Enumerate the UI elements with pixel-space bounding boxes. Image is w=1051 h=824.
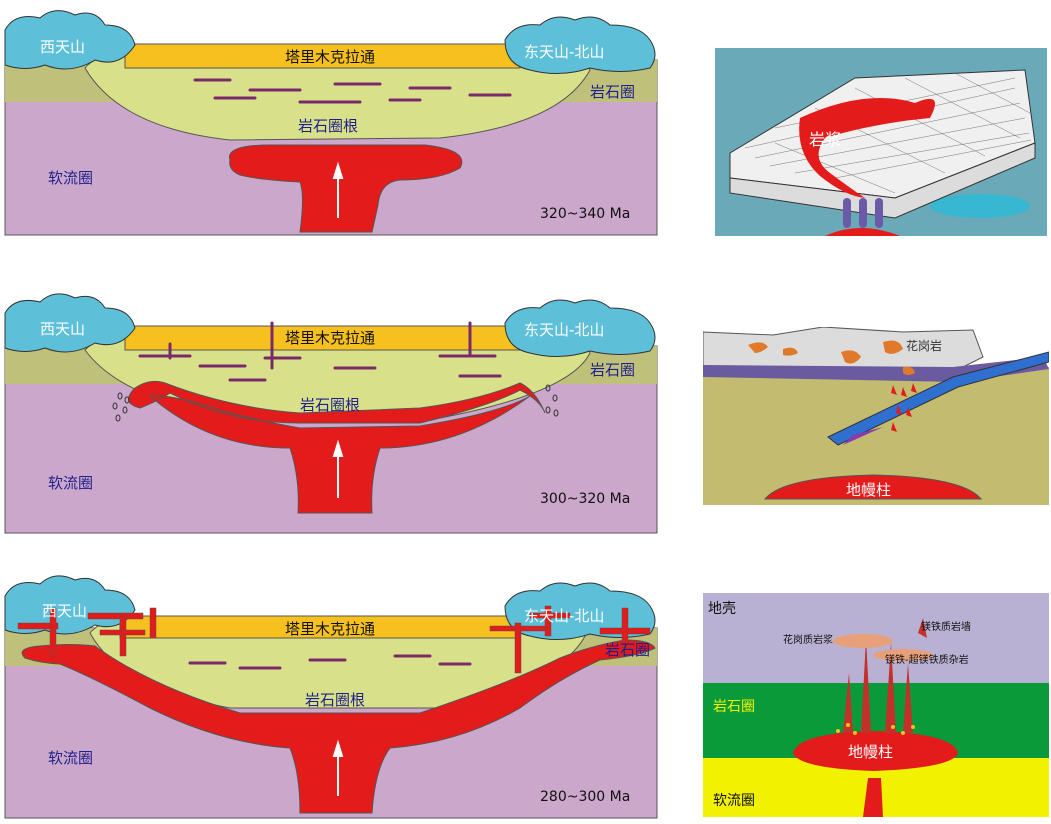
asthenosphere-label: 软流圈	[713, 793, 755, 809]
asthenosphere-label: 软流圈	[48, 169, 93, 187]
west-mountain-label: 西天山	[40, 38, 85, 56]
west-mountain-label: 西天山	[42, 602, 87, 620]
lithosphere-root-label: 岩石圈根	[305, 691, 365, 709]
lithosphere-root-label: 岩石圈根	[298, 117, 358, 135]
lithosphere-label: 岩石圈	[590, 83, 635, 101]
crustal-block-side	[729, 142, 1036, 219]
crust-label: 地壳	[708, 600, 736, 617]
inset-block-diagram: 岩浆	[715, 48, 1047, 236]
inset-subduction: 花岗岩 地幔柱	[702, 326, 1050, 505]
magma-sills	[188, 654, 472, 670]
plume-stem	[863, 778, 883, 817]
intrusion-dots-east	[545, 384, 559, 417]
cross-section-panel-2: 西天山 东天山-北山 塔里木克拉通 岩石圈 岩石圈根 软流圈 300~320 M…	[0, 288, 662, 538]
granitic-magma-label: 花岗质岩浆	[783, 633, 833, 646]
east-mountain-label: 东天山-北山	[524, 43, 604, 61]
asthenosphere-label: 软流圈	[48, 749, 93, 767]
plume-head	[793, 731, 958, 771]
mafic-dyke-label: 镁铁质岩墙	[921, 620, 971, 633]
lithosphere-label: 岩石圈	[590, 361, 635, 379]
age-label: 300~320 Ma	[540, 491, 630, 507]
east-mountain	[504, 582, 656, 640]
magma-sills	[193, 78, 512, 104]
mantle-plume-label: 地幔柱	[846, 481, 891, 499]
cross-section-panel-1: 西天山 东天山-北山 塔里木克拉通 岩石圈 岩石圈根 软流圈 320~340 M…	[0, 0, 662, 240]
mafic-complex-label: 镁铁-超镁铁质杂岩	[885, 653, 969, 666]
upwelling-arrow	[332, 439, 344, 498]
east-mountain	[504, 16, 656, 74]
upwelling-arrow	[332, 161, 344, 218]
east-mountain-label: 东天山-北山	[524, 321, 604, 339]
inset-layered-section: 地壳 镁铁质岩墙 花岗质岩浆 镁铁-超镁铁质杂岩 岩石圈 地幔柱 软流圈	[703, 593, 1049, 817]
stipple	[836, 723, 915, 735]
plume-head	[825, 228, 900, 236]
intrusion-dots-west	[112, 392, 130, 422]
mantle-plume	[229, 144, 463, 233]
mantle-plume-label: 地幔柱	[848, 743, 893, 761]
slab-arrow	[843, 427, 883, 445]
age-label: 320~340 Ma	[540, 206, 630, 222]
west-mountain	[4, 293, 136, 353]
upwelling-arrow	[332, 739, 344, 796]
east-mountain	[504, 299, 656, 357]
craton-label: 塔里木克拉通	[285, 620, 375, 638]
rising-magma	[891, 383, 917, 432]
magma-chambers	[833, 634, 933, 661]
craton-label: 塔里木克拉通	[285, 329, 375, 347]
asthenosphere-label: 软流圈	[48, 474, 93, 492]
craton-layer	[124, 43, 521, 69]
magma-sills	[138, 321, 502, 382]
age-label: 280~300 Ma	[540, 789, 630, 805]
craton-label: 塔里木克拉通	[285, 48, 375, 66]
west-mountain	[4, 10, 136, 70]
lithosphere-label: 岩石圈	[605, 641, 650, 659]
dykes-and-sills	[17, 605, 651, 674]
granite-label: 花岗岩	[906, 338, 942, 353]
granite-plutons	[748, 340, 915, 375]
lithosphere-label: 岩石圈	[713, 699, 755, 715]
west-mountain-label: 西天山	[40, 320, 85, 338]
feeder-conduits	[843, 198, 883, 228]
magma-sheet	[21, 639, 656, 814]
mantle-plume	[763, 474, 983, 500]
cross-section-panel-3: 西天山 东天山-北山 塔里木克拉通 岩石圈 岩石圈根 软流圈 280~300 M…	[0, 568, 662, 820]
dykes	[843, 618, 927, 733]
lithosphere-root-label: 岩石圈根	[300, 396, 360, 414]
magma-label: 岩浆	[809, 130, 841, 149]
east-mountain-label: 东天山-北山	[524, 607, 604, 625]
magma-body	[799, 98, 935, 198]
